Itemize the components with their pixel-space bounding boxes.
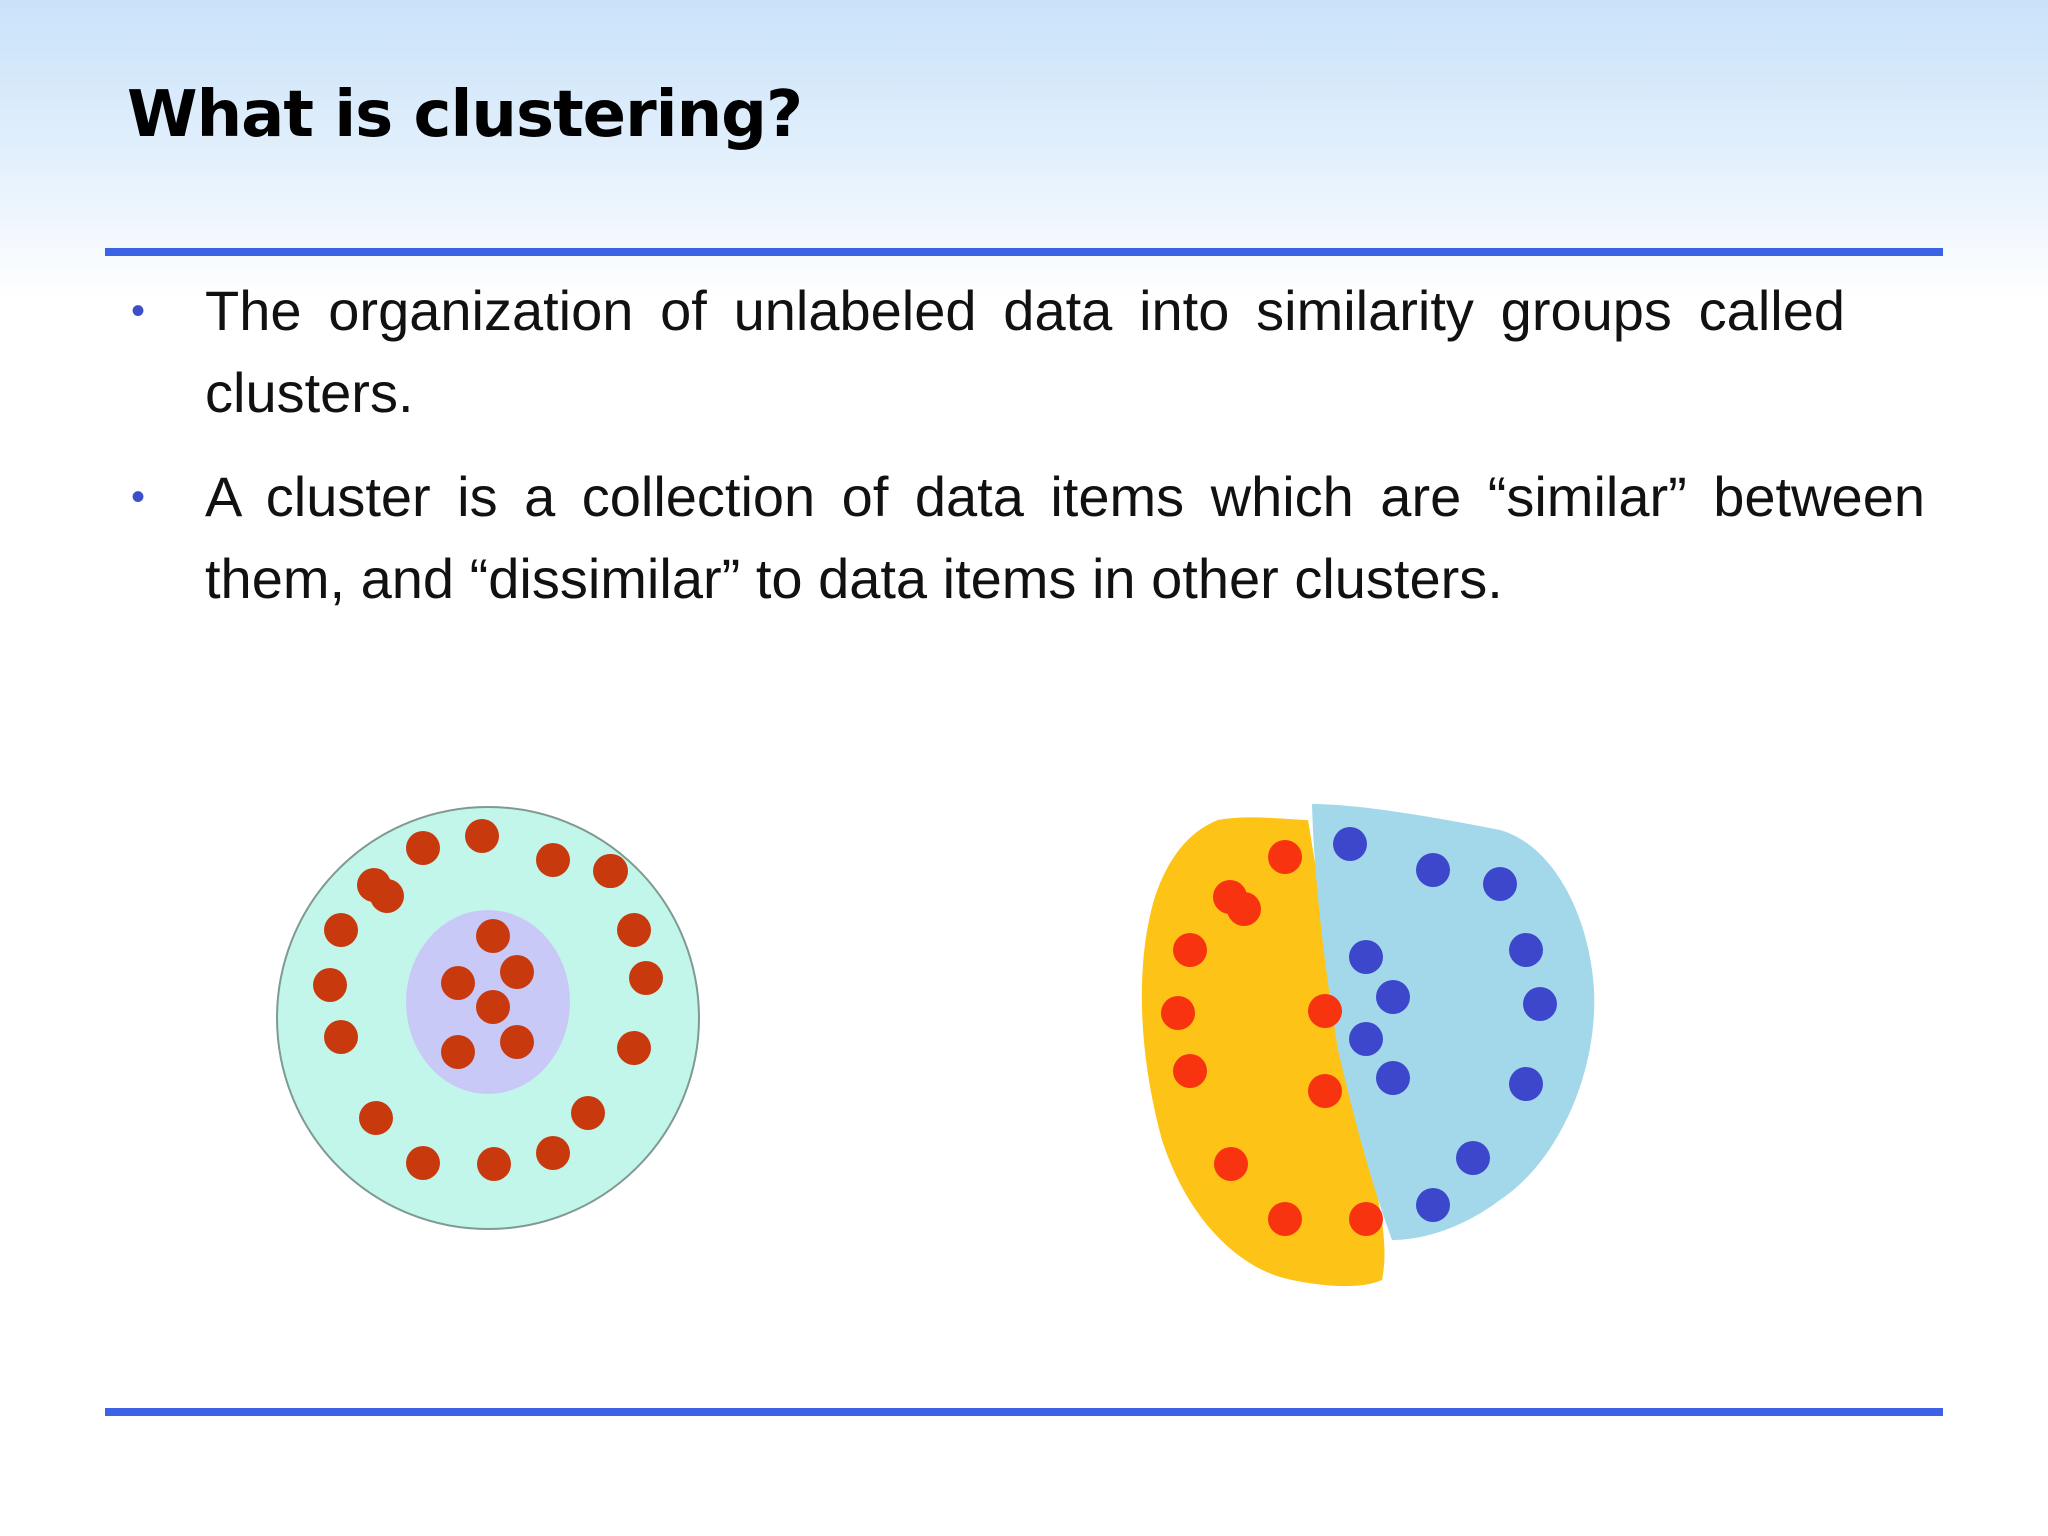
cluster-point [1173, 933, 1207, 967]
cluster-point [593, 854, 627, 888]
bullet-item: • The organization of unlabeled data int… [125, 270, 1845, 434]
cluster-point [1416, 853, 1450, 887]
cluster-point [1349, 1022, 1383, 1056]
cluster-point [629, 961, 663, 995]
cluster-point [476, 919, 510, 953]
cluster-point [1416, 1188, 1450, 1222]
cluster-point [500, 955, 534, 989]
cluster-point [1308, 1074, 1342, 1108]
adjacent-clusters-figure [1141, 804, 1595, 1287]
cluster-point [1376, 1061, 1410, 1095]
cluster-point [406, 1146, 440, 1180]
cluster-point [1509, 1067, 1543, 1101]
cluster-point [1376, 980, 1410, 1014]
cluster-point [571, 1096, 605, 1130]
left-points [313, 819, 663, 1181]
cluster-point [1509, 933, 1543, 967]
cluster-point [1308, 994, 1342, 1028]
cluster-point [324, 913, 358, 947]
cluster-point [1523, 987, 1557, 1021]
cluster-point [1349, 940, 1383, 974]
cluster-point [1268, 840, 1302, 874]
bullet-text: A cluster is a collection of data items … [205, 465, 1925, 610]
right-points [1161, 827, 1557, 1236]
concentric-clusters-figure [276, 806, 700, 1230]
cluster-point [465, 819, 499, 853]
cluster-point [617, 1031, 651, 1065]
cluster-point [1161, 996, 1195, 1030]
bottom-divider [105, 1408, 1943, 1416]
top-divider [105, 248, 1943, 256]
bullet-item: • A cluster is a collection of data item… [125, 456, 1925, 620]
cluster-point [500, 1025, 534, 1059]
cluster-point [441, 966, 475, 1000]
cluster-point [1268, 1202, 1302, 1236]
blue-cluster-region [1312, 804, 1595, 1240]
cluster-point [1173, 1054, 1207, 1088]
bullet-glyph: • [131, 475, 146, 519]
cluster-point [313, 968, 347, 1002]
cluster-point [536, 843, 570, 877]
cluster-point [1349, 1202, 1383, 1236]
bullet-list: • The organization of unlabeled data int… [125, 270, 1925, 642]
cluster-point [1483, 867, 1517, 901]
cluster-point [1456, 1141, 1490, 1175]
cluster-point [406, 831, 440, 865]
cluster-point [359, 1101, 393, 1135]
cluster-point [476, 990, 510, 1024]
bullet-glyph: • [131, 289, 146, 333]
cluster-point [1333, 827, 1367, 861]
cluster-point [324, 1020, 358, 1054]
clustering-illustration [276, 804, 1595, 1287]
cluster-point [477, 1147, 511, 1181]
bullet-text: The organization of unlabeled data into … [205, 279, 1845, 424]
cluster-point [1214, 1147, 1248, 1181]
cluster-point [617, 913, 651, 947]
slide-title: What is clustering? [127, 78, 803, 152]
cluster-point [441, 1035, 475, 1069]
cluster-point [1227, 892, 1261, 926]
cluster-point [536, 1136, 570, 1170]
cluster-point [370, 879, 404, 913]
